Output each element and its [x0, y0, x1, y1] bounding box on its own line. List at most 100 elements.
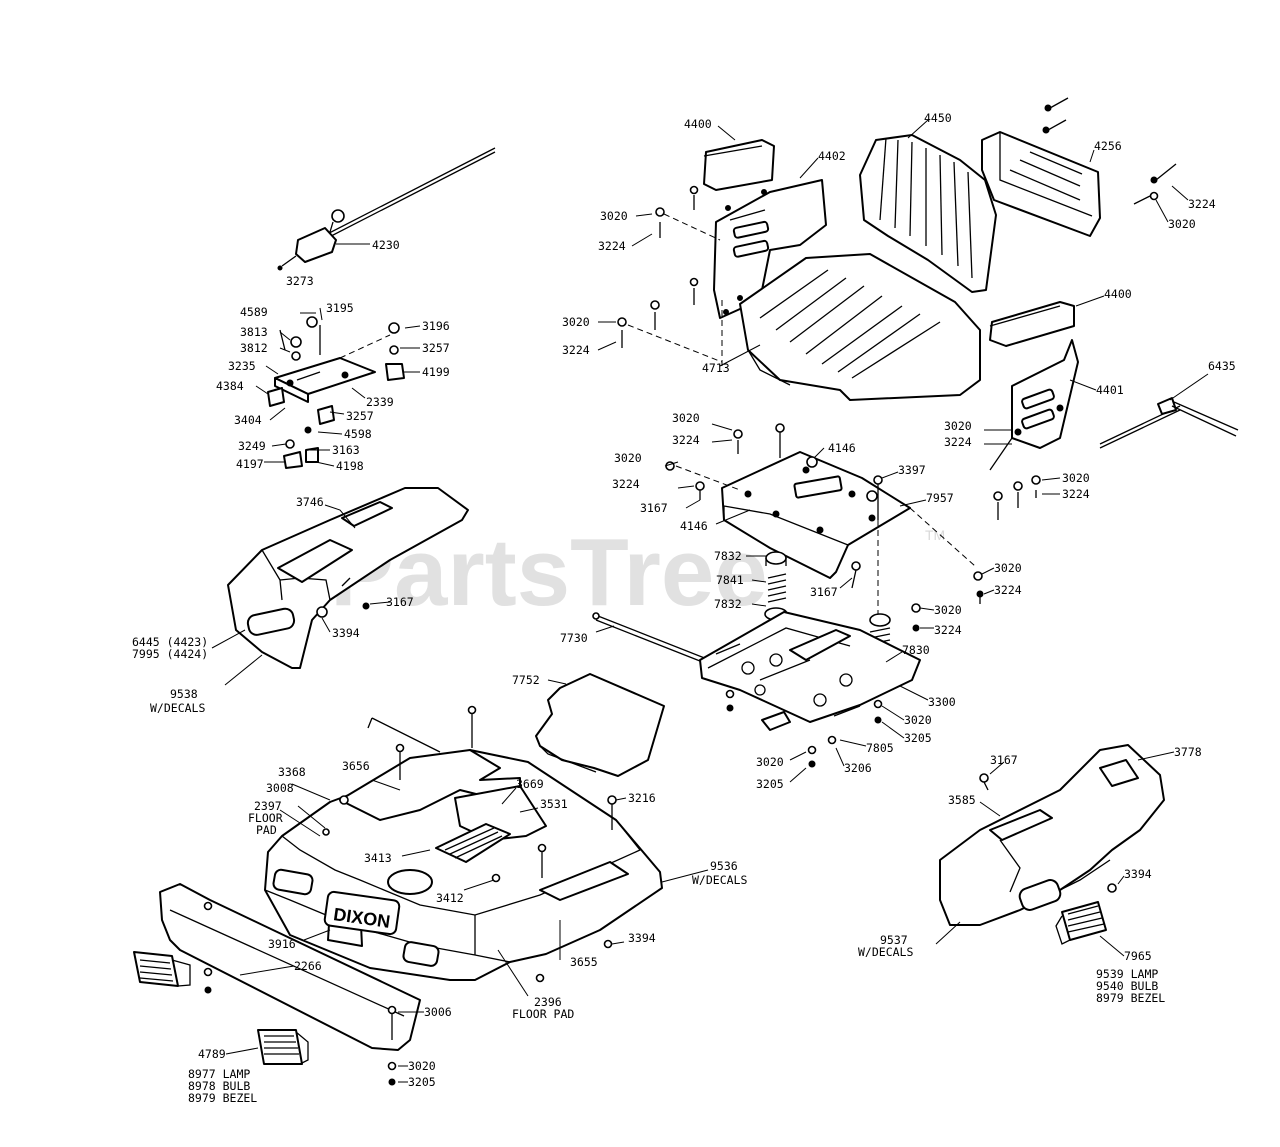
label-3196: 3196 [422, 319, 450, 333]
label-2339: 2339 [366, 395, 394, 409]
label-3778: 3778 [1174, 745, 1202, 759]
label-3167-right: 3167 [990, 753, 1018, 767]
watermark-tm: TM [925, 527, 945, 543]
label-3206: 3206 [844, 761, 872, 775]
label-4146-bottom: 4146 [680, 519, 708, 533]
label-7752: 7752 [512, 673, 540, 687]
label-4713: 4713 [702, 361, 730, 375]
label-4401: 4401 [1096, 383, 1124, 397]
label-3224-c: 3224 [1188, 197, 1216, 211]
label-3235: 3235 [228, 359, 256, 373]
label-7957: 7957 [926, 491, 954, 505]
label-9540-bulb: 9540 BULB [1096, 979, 1158, 993]
label-3394-center: 3394 [628, 931, 656, 945]
label-3195: 3195 [326, 301, 354, 315]
label-2396: 2396 [534, 995, 562, 1009]
label-3020-a: 3020 [600, 209, 628, 223]
right-seat-hardware [911, 567, 995, 632]
label-3394-right: 3394 [1124, 867, 1152, 881]
label-8979-bezel-left: 8979 BEZEL [188, 1091, 257, 1105]
label-3020-d: 3020 [944, 419, 972, 433]
label-3020-g: 3020 [614, 451, 642, 465]
label-3273: 3273 [286, 274, 314, 288]
label-3020-f: 3020 [672, 411, 700, 425]
label-4789: 4789 [198, 1047, 226, 1061]
label-3020-k: 3020 [756, 755, 784, 769]
label-4598: 4598 [344, 427, 372, 441]
label-9539-lamp: 9539 LAMP [1096, 967, 1158, 981]
label-3167-c: 3167 [810, 585, 838, 599]
label-3655: 3655 [570, 955, 598, 969]
label-3216: 3216 [628, 791, 656, 805]
seat-plate [664, 423, 976, 620]
label-2397: 2397 [254, 799, 282, 813]
label-3020-e: 3020 [1062, 471, 1090, 485]
seat-back [859, 119, 997, 293]
label-3585: 3585 [948, 793, 976, 807]
label-3224-h: 3224 [994, 583, 1022, 597]
label-4198: 4198 [336, 459, 364, 473]
label-3413: 3413 [364, 851, 392, 865]
label-4256: 4256 [1094, 139, 1122, 153]
label-3008: 3008 [266, 781, 294, 795]
right-armrest-assembly [984, 295, 1105, 520]
label-8979-bezel-right: 8979 BEZEL [1096, 991, 1165, 1005]
label-7730: 7730 [560, 631, 588, 645]
label-3006: 3006 [424, 1005, 452, 1019]
label-4589: 4589 [240, 305, 268, 319]
label-4230: 4230 [372, 238, 400, 252]
label-3412: 3412 [436, 891, 464, 905]
label-4199: 4199 [422, 365, 450, 379]
label-9537: 9537 [880, 933, 908, 947]
left-fender [211, 487, 469, 686]
label-3669: 3669 [516, 777, 544, 791]
throttle-cable [277, 147, 496, 271]
label-3404: 3404 [234, 413, 262, 427]
label-3020-l: 3020 [408, 1059, 436, 1073]
label-4197: 4197 [236, 457, 264, 471]
label-8978-bulb: 8978 BULB [188, 1079, 250, 1093]
label-9537-decals: W/DECALS [858, 945, 913, 959]
label-9538-decals: W/DECALS [150, 701, 205, 715]
label-2397-floor: FLOOR [248, 811, 283, 825]
label-3300: 3300 [928, 695, 956, 709]
label-3368: 3368 [278, 765, 306, 779]
label-3020-c: 3020 [1168, 217, 1196, 231]
label-3167-left: 3167 [386, 595, 414, 609]
label-4384: 4384 [216, 379, 244, 393]
label-4400-right: 4400 [1104, 287, 1132, 301]
front-bumper [133, 883, 424, 1086]
label-3205-a: 3205 [904, 731, 932, 745]
label-3224-d: 3224 [944, 435, 972, 449]
label-6445: 6445 (4423) [132, 635, 208, 649]
label-3812: 3812 [240, 341, 268, 355]
label-2396-floor-pad: FLOOR PAD [512, 1007, 574, 1021]
label-3163: 3163 [332, 443, 360, 457]
label-4402: 4402 [818, 149, 846, 163]
label-3249: 3249 [238, 439, 266, 453]
label-7805: 7805 [866, 741, 894, 755]
label-3224-f: 3224 [672, 433, 700, 447]
label-3224-i: 3224 [934, 623, 962, 637]
label-4146-top: 4146 [828, 441, 856, 455]
label-9536: 9536 [710, 859, 738, 873]
label-3224-g: 3224 [612, 477, 640, 491]
label-3020-j: 3020 [904, 713, 932, 727]
footrest-frame: DIXON [264, 705, 709, 997]
label-3205-b: 3205 [756, 777, 784, 791]
control-bracket [255, 307, 421, 469]
label-2266: 2266 [294, 959, 322, 973]
label-7841: 7841 [716, 573, 744, 587]
label-7832-a: 7832 [714, 549, 742, 563]
label-3397: 3397 [898, 463, 926, 477]
label-3020-b: 3020 [562, 315, 590, 329]
label-3656: 3656 [342, 759, 370, 773]
label-3813: 3813 [240, 325, 268, 339]
label-4450: 4450 [924, 111, 952, 125]
label-9536-decals: W/DECALS [692, 873, 747, 887]
left-armrest-assembly [597, 125, 827, 370]
label-3020-i: 3020 [934, 603, 962, 617]
label-6435: 6435 [1208, 359, 1236, 373]
label-7830: 7830 [902, 643, 930, 657]
